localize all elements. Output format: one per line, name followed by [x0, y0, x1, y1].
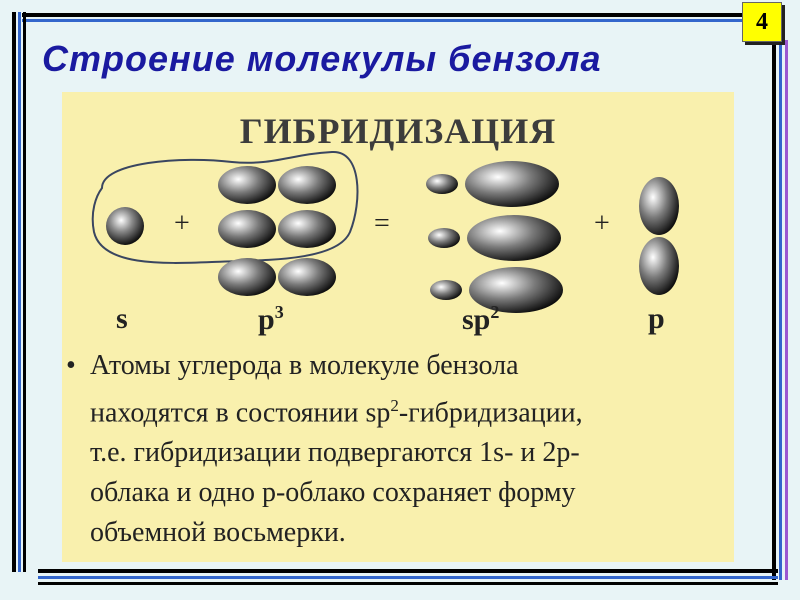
- frame-left-line-blue: [18, 12, 21, 572]
- frame-bottom-line-blue: [38, 576, 778, 579]
- sp2-orbitals-icon: [426, 161, 563, 313]
- frame-top-line-blue: [22, 19, 742, 22]
- bullet-line-4: облака и одно p-облако сохраняет форму: [90, 477, 576, 509]
- frame-right-line-purple: [785, 40, 788, 580]
- frame-right-line: [772, 40, 776, 580]
- plus-sign-2: +: [594, 208, 610, 239]
- p3-orbitals-icon: [218, 166, 336, 296]
- p-orbital-icon: [639, 177, 679, 295]
- label-s: s: [116, 302, 128, 335]
- label-p: p: [648, 302, 665, 335]
- bullet-marker: •: [66, 350, 76, 381]
- plus-sign-1: +: [174, 208, 190, 239]
- slide-title: Строение молекулы бензола: [42, 38, 602, 79]
- frame-bottom-line: [38, 569, 778, 573]
- label-sp2: sp2: [462, 302, 500, 336]
- label-p3: p3: [258, 302, 284, 336]
- bullet-line-5: объемной восьмерки.: [90, 517, 346, 549]
- slide-number-badge: 4: [742, 2, 782, 42]
- frame-bottom-line-inner: [38, 582, 778, 585]
- diagram-heading: ГИБРИДИЗАЦИЯ: [239, 111, 557, 151]
- content-panel: ГИБРИДИЗАЦИЯ: [62, 92, 734, 562]
- frame-top-line: [22, 13, 742, 17]
- grouping-loop: [91, 150, 359, 264]
- equals-sign: =: [374, 208, 390, 239]
- s-orbital-icon: [106, 207, 144, 245]
- frame-left-line-inner: [23, 12, 26, 572]
- hybridization-diagram: [91, 150, 679, 313]
- bullet-line-2: находятся в состоянии sp2-гибридизации,: [90, 396, 583, 429]
- bullet-line-3: т.е. гибридизации подвергаются 1s- и 2p-: [90, 437, 580, 469]
- frame-left-line: [12, 12, 16, 572]
- frame-right-line-blue: [779, 40, 782, 580]
- bullet-line-1: Атомы углерода в молекуле бензола: [90, 350, 519, 381]
